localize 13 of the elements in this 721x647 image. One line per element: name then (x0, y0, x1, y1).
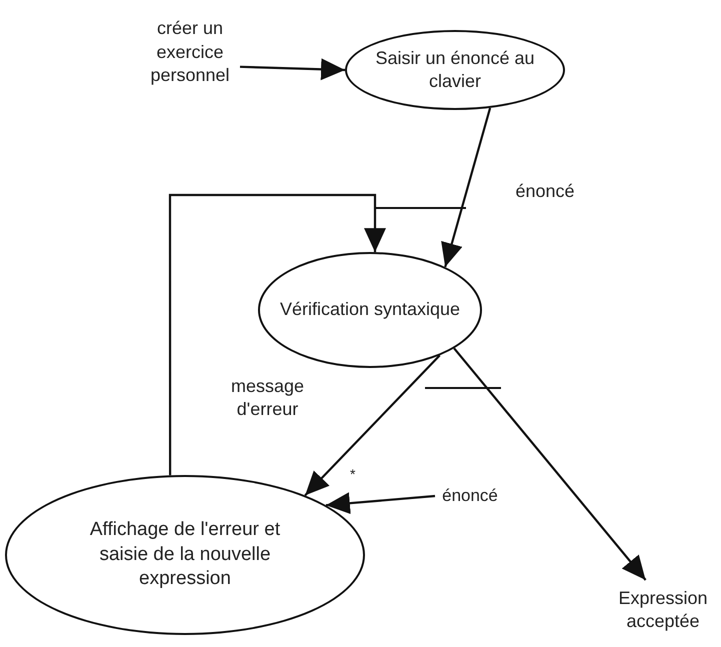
arrow (453, 348, 646, 581)
process-label: Saisir un énoncé au clavier (374, 46, 536, 93)
flow-text: créer un exercice personnel (149, 17, 231, 88)
process-label: Affichage de l'erreur et saisie de la nouvelle expression (88, 518, 282, 592)
arrow (240, 58, 346, 80)
flow-text: énoncé (442, 484, 498, 507)
arrow (304, 354, 440, 496)
flow-text: Expression acceptée (617, 586, 709, 633)
arrow (326, 492, 436, 514)
footnote-mark: * (350, 466, 356, 482)
arrow (168, 194, 386, 476)
arrow (441, 108, 492, 268)
process-label: Vérification syntaxique (280, 298, 460, 322)
